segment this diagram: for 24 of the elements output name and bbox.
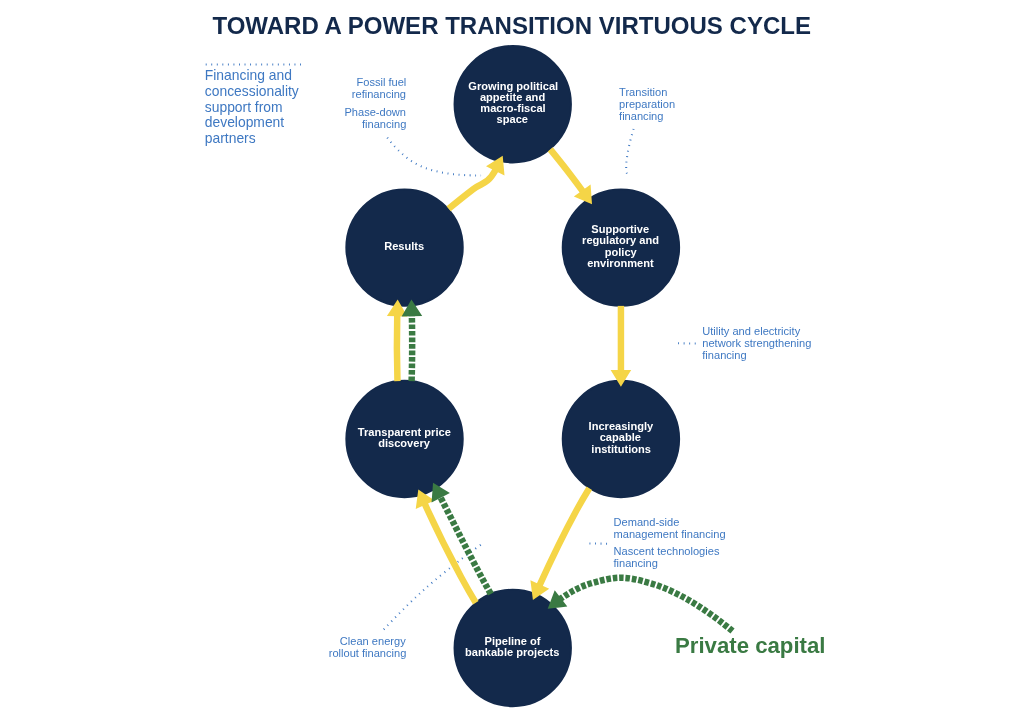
node-text: Utility and electricity network strengthening financing xyxy=(701,324,811,361)
node-circle: Supportive regulatory and policy environment xyxy=(561,188,680,307)
arrow xyxy=(431,482,494,596)
node-circle: Transparent price discovery xyxy=(344,379,464,499)
diagram-title: TOWARD A POWER TRANSITION VIRTUOUS CYCLE xyxy=(211,11,811,39)
arrow xyxy=(547,574,735,634)
arrow xyxy=(415,489,479,605)
node-text: Private capital xyxy=(674,632,825,658)
arrow xyxy=(610,305,631,387)
arrow xyxy=(529,486,592,600)
node-text: Clean energy rollout financing xyxy=(328,634,406,659)
arrow xyxy=(401,299,422,382)
node-circle: Growing political appetite and macro-fiscal space xyxy=(453,45,572,164)
node-text: Demand-side management financing Nascent technologies financing xyxy=(613,515,726,570)
node-circle: Increasingly capable institutions xyxy=(561,379,680,499)
node-circle: Results xyxy=(344,188,464,307)
connector xyxy=(382,543,482,631)
arrow xyxy=(547,147,592,205)
arrow xyxy=(446,155,505,212)
node-text: Transition preparation financing xyxy=(618,85,675,122)
node-text: Fossil fuel refinancing Phase-down financing xyxy=(343,76,406,130)
arrow xyxy=(386,299,407,382)
connector xyxy=(624,128,635,177)
legend-label: Financing and concessionality support from development partners xyxy=(204,67,299,147)
